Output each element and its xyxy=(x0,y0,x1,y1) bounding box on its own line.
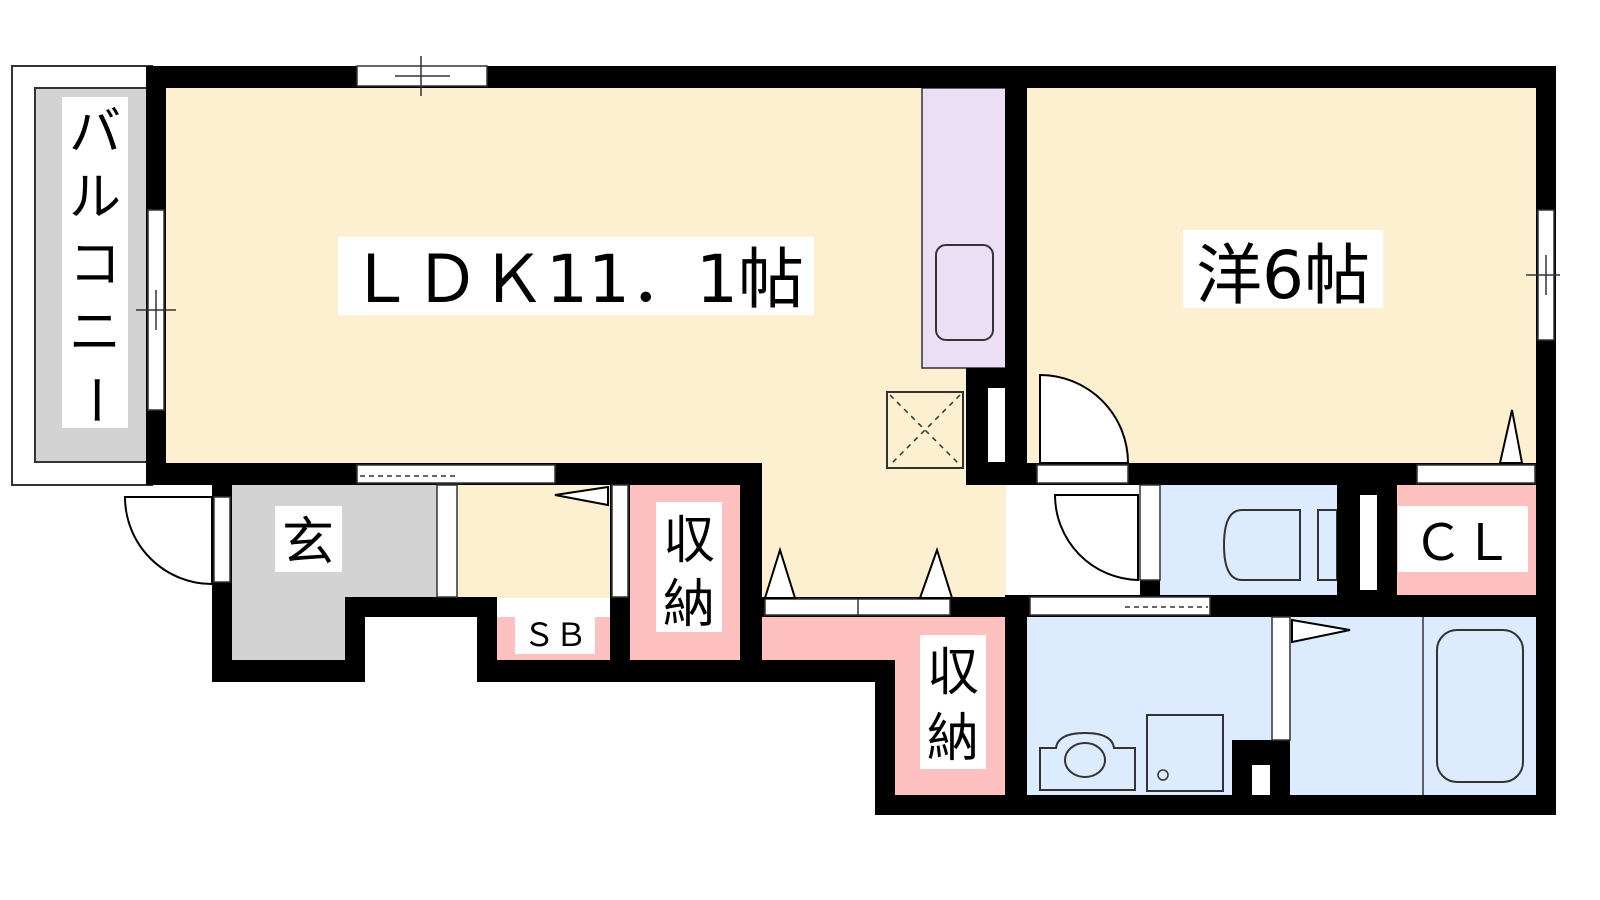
storage-1-door[interactable] xyxy=(611,484,629,598)
storage-1-label-1: 収 xyxy=(663,511,715,571)
kitchen-sink xyxy=(935,244,994,341)
storage-2-label-2: 納 xyxy=(927,709,979,769)
washing-machine-space xyxy=(1146,714,1224,792)
washroom-sliding-door[interactable] xyxy=(1029,596,1211,616)
bathroom-door[interactable] xyxy=(1271,616,1291,741)
svg-text:ー: ー xyxy=(64,374,124,426)
door-swings xyxy=(123,373,1524,644)
toilet-floor xyxy=(1160,485,1338,595)
shoe-box-label: ＳＢ xyxy=(523,616,587,654)
front-door[interactable] xyxy=(213,496,231,583)
bathtub xyxy=(1436,629,1524,783)
svg-text:バ: バ xyxy=(69,103,121,163)
svg-text:ニ: ニ xyxy=(69,303,121,363)
closet-door[interactable] xyxy=(1416,464,1536,484)
closet-label: ＣＬ xyxy=(1413,514,1513,572)
storage-1-label-2: 納 xyxy=(663,575,715,635)
hall-floor xyxy=(457,485,612,598)
svg-text:ル: ル xyxy=(69,168,121,228)
entrance-label: 玄 xyxy=(282,513,334,573)
storage-2-label-1: 収 xyxy=(927,643,979,703)
balcony-label: バ ル コ ニ ー xyxy=(64,103,124,426)
western-room-label: 洋6帖 xyxy=(1196,237,1370,314)
ldk-floor-lower xyxy=(762,463,1006,598)
pipe-space xyxy=(886,391,964,469)
ldk-label: ＬＤＫ11．1帖 xyxy=(348,241,804,318)
toilet-door[interactable] xyxy=(1139,484,1161,581)
sliding-door-hall[interactable] xyxy=(356,464,556,484)
western-door-jamb[interactable] xyxy=(1036,464,1129,484)
hall-door[interactable] xyxy=(436,484,458,598)
toilet-icon xyxy=(1222,509,1301,581)
svg-text:コ: コ xyxy=(69,235,121,295)
washbasin xyxy=(1039,731,1136,791)
